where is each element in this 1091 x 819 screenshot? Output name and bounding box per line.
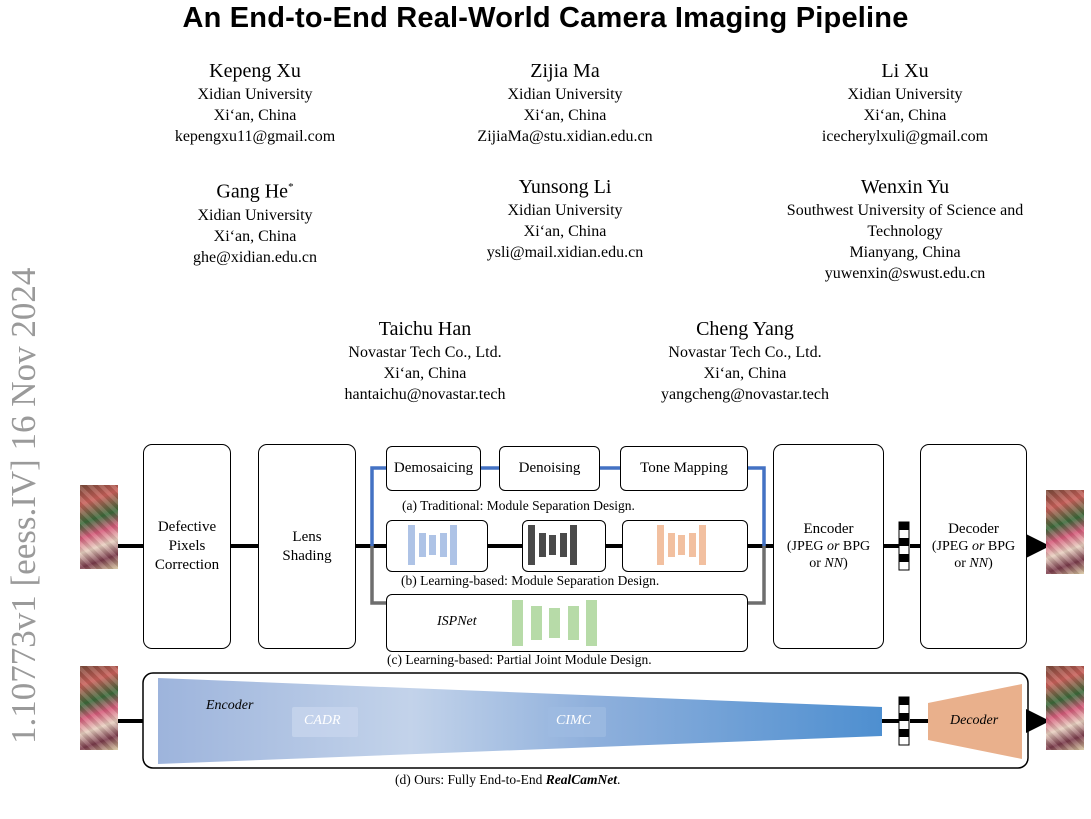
network-dark-icon (528, 525, 577, 565)
input-image (80, 485, 118, 569)
author-affiliation: Xidian University (847, 86, 963, 103)
author-email: icecherylxuli@gmail.com (821, 128, 989, 145)
author-location: Xi‘an, China (703, 365, 787, 382)
author-affiliation: Xidian University (197, 206, 313, 224)
author-affiliation: Southwest University of Science and (786, 202, 1024, 219)
ours-decoder-label: Decoder (950, 713, 999, 728)
bitstream-icon (898, 696, 910, 746)
author-name: Zijia Ma (530, 60, 600, 82)
caption-b: (b) Learning-based: Module Separation De… (401, 573, 660, 588)
author-name: Gang He (216, 180, 289, 203)
author-affiliation: Novastar Tech Co., Ltd. (348, 344, 502, 361)
author-block: Kepeng Xu Xidian University Xi‘an, China… (130, 58, 380, 147)
author-location: Xi‘an, China (523, 223, 607, 240)
corresponding-mark: * (288, 181, 294, 193)
learned-module-3-box (622, 520, 748, 572)
author-block: Li Xu Xidian University Xi‘an, China ice… (770, 58, 1040, 147)
author-name: Yunsong Li (518, 176, 612, 198)
author-email: yangcheng@novastar.tech (660, 386, 829, 403)
demosaicing-box: Demosaicing (386, 446, 481, 491)
author-block: Yunsong Li Xidian University Xi‘an, Chin… (440, 174, 690, 263)
author-location: Xi‘an, China (213, 227, 297, 245)
author-email: ZijiaMa@stu.xidian.edu.cn (477, 128, 653, 145)
cadr-label: CADR (304, 713, 341, 728)
author-block: Taichu Han Novastar Tech Co., Ltd. Xi‘an… (300, 316, 550, 405)
learned-module-1-box (386, 520, 488, 572)
tone-mapping-box: Tone Mapping (620, 446, 748, 491)
author-affiliation: Xidian University (197, 86, 313, 103)
author-location: Xi‘an, China (213, 107, 297, 124)
author-block: Cheng Yang Novastar Tech Co., Ltd. Xi‘an… (620, 316, 870, 405)
author-email: ysli@mail.xidian.edu.cn (486, 244, 644, 261)
encoder-box: Encoder (JPEG or BPG or NN) (773, 444, 884, 649)
author-name: Wenxin Yu (860, 176, 950, 198)
author-location: Mianyang, China (849, 244, 961, 261)
caption-a: (a) Traditional: Module Separation Desig… (402, 498, 635, 513)
cimc-label: CIMC (556, 713, 591, 728)
author-affiliation: Novastar Tech Co., Ltd. (668, 344, 822, 361)
author-email: kepengxu11@gmail.com (174, 128, 336, 145)
author-name: Cheng Yang (696, 318, 794, 340)
author-affiliation-cont: Technology (867, 223, 943, 240)
decoder-box: Decoder (JPEG or BPG or NN) (920, 444, 1027, 649)
caption-d: (d) Ours: Fully End-to-End RealCamNet. (395, 772, 621, 787)
paper-title: An End-to-End Real-World Camera Imaging … (182, 2, 909, 34)
denoising-box: Denoising (499, 446, 600, 491)
author-block: Zijia Ma Xidian University Xi‘an, China … (440, 58, 690, 147)
ispnet-label: ISPNet (437, 614, 477, 629)
output-image (1046, 490, 1084, 574)
input-image (80, 666, 118, 750)
ours-encoder-label: Encoder (206, 698, 254, 713)
author-name: Li Xu (881, 60, 929, 82)
author-email: yuwenxin@swust.edu.cn (824, 265, 986, 282)
author-name: Taichu Han (378, 318, 472, 340)
output-image (1046, 666, 1084, 750)
author-block: Wenxin Yu Southwest University of Scienc… (760, 174, 1050, 284)
author-affiliation: Xidian University (507, 86, 623, 103)
network-orange-icon (657, 525, 706, 565)
network-blue-icon (408, 525, 457, 565)
learned-module-2-box (522, 520, 606, 572)
author-location: Xi‘an, China (863, 107, 947, 124)
caption-c: (c) Learning-based: Partial Joint Module… (387, 652, 652, 667)
author-location: Xi‘an, China (383, 365, 467, 382)
author-affiliation: Xidian University (507, 202, 623, 219)
ispnet-box (386, 594, 748, 652)
author-name: Kepeng Xu (209, 60, 301, 82)
author-block: Gang He* Xidian University Xi‘an, China … (130, 174, 380, 268)
bitstream-icon (898, 521, 910, 571)
author-email: hantaichu@novastar.tech (344, 386, 506, 403)
author-location: Xi‘an, China (523, 107, 607, 124)
author-email: ghe@xidian.edu.cn (192, 248, 318, 266)
